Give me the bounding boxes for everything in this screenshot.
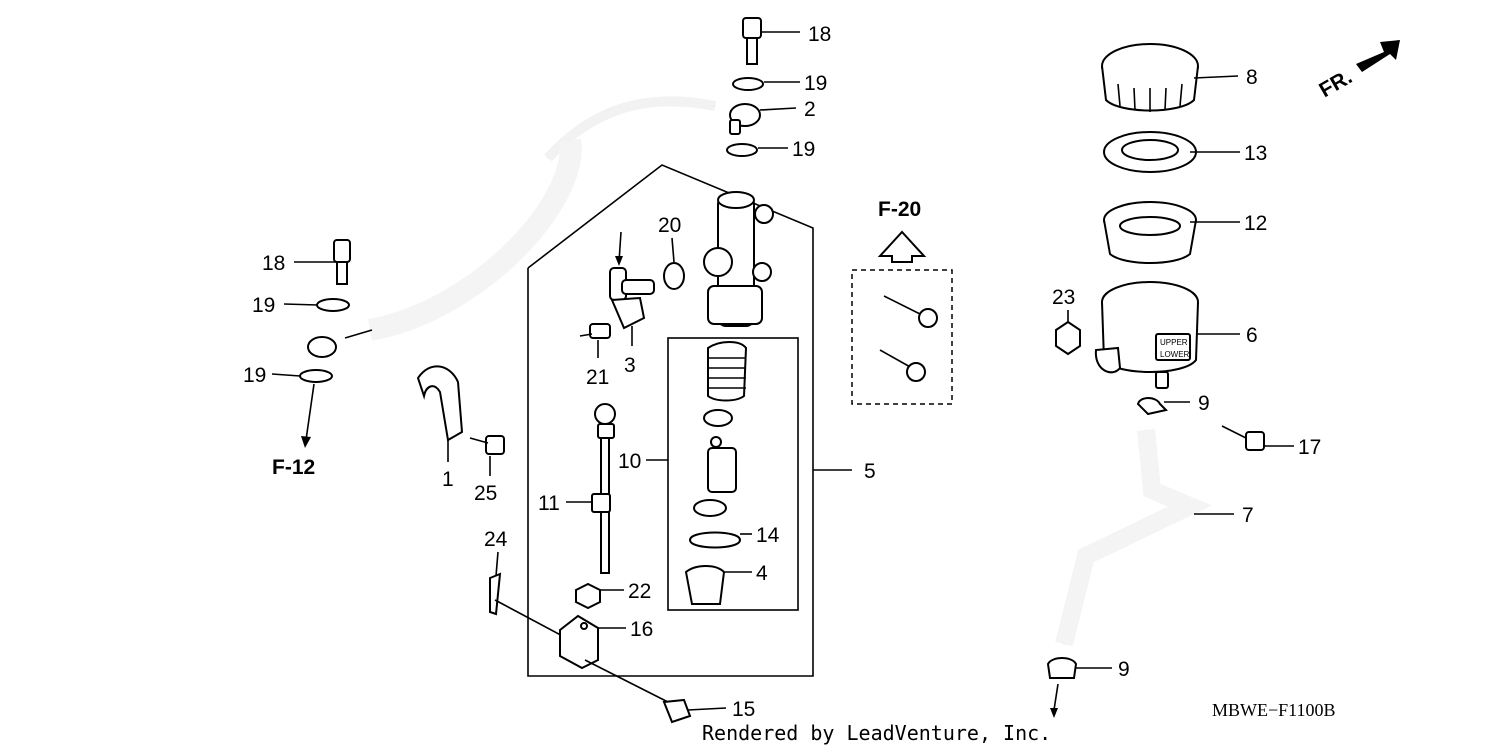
callout-17: 17 <box>1298 436 1321 459</box>
washer-19-b <box>316 298 350 312</box>
washer-19-c <box>299 369 333 383</box>
o-ring-20 <box>663 262 685 290</box>
assembly-outline <box>527 164 814 677</box>
clip-9-lower <box>1046 657 1078 679</box>
f20-arrow <box>877 230 927 263</box>
callout-16: 16 <box>630 618 653 641</box>
svg-text:LOWER: LOWER <box>1160 350 1190 359</box>
callout-24: 24 <box>484 528 508 551</box>
callout-22: 22 <box>628 580 651 603</box>
callout-11: 11 <box>538 492 560 515</box>
callout-18-a: 18 <box>808 23 831 46</box>
f20-box <box>851 269 953 405</box>
reservoir-6: UPPER LOWER <box>1094 281 1199 389</box>
clevis-16 <box>559 614 599 670</box>
clamp-1 <box>416 365 464 442</box>
master-cylinder-body <box>703 191 774 327</box>
callout-1: 1 <box>442 468 454 491</box>
callout-5: 5 <box>864 460 876 483</box>
ref-f12: F-12 <box>272 456 315 479</box>
push-rod-11 <box>591 403 616 574</box>
leader-lines <box>271 31 1294 711</box>
front-direction-arrow <box>1356 40 1400 72</box>
banjo-fitting-2-nipple <box>729 119 741 135</box>
bolt-17 <box>1221 425 1265 451</box>
callout-9-b: 9 <box>1118 658 1130 681</box>
bolt-18-a <box>742 17 762 39</box>
pin-15 <box>662 698 692 724</box>
callout-15: 15 <box>732 698 755 721</box>
callout-7: 7 <box>1242 504 1254 527</box>
callout-21: 21 <box>586 366 609 389</box>
diaphragm-12 <box>1103 201 1197 264</box>
f20-screws <box>879 295 938 382</box>
nut-23 <box>1055 320 1081 356</box>
callout-9-a: 9 <box>1198 392 1210 415</box>
callout-3: 3 <box>624 354 636 377</box>
bolt-18-b <box>333 239 351 263</box>
washer-19-a <box>732 77 764 91</box>
screw-21 <box>589 323 611 339</box>
banjo-fitting-lower <box>307 336 337 358</box>
joint-3 <box>609 267 655 330</box>
nut-22 <box>575 582 601 610</box>
callout-12: 12 <box>1244 212 1267 235</box>
svg-text:UPPER: UPPER <box>1160 338 1188 347</box>
reservoir-cap-8 <box>1101 43 1199 112</box>
bolt-25 <box>485 435 505 455</box>
circlip-14 <box>688 531 742 549</box>
plate-13 <box>1103 131 1197 173</box>
piston-kit-box <box>667 337 799 611</box>
callout-13: 13 <box>1244 142 1267 165</box>
bolt-18-b-shank <box>336 261 348 285</box>
credit-text: Rendered by LeadVenture, Inc. <box>702 721 1051 745</box>
front-label: FR. <box>1315 65 1356 102</box>
callout-2: 2 <box>804 98 816 121</box>
callout-20: 20 <box>658 214 681 237</box>
callout-14: 14 <box>756 524 780 547</box>
washer-19-d <box>726 143 758 157</box>
callout-19-c: 19 <box>243 364 266 387</box>
ref-f20: F-20 <box>878 198 921 221</box>
boot-4 <box>684 565 726 605</box>
callout-18-b: 18 <box>262 252 285 275</box>
callout-8: 8 <box>1246 66 1258 89</box>
callout-19-d: 19 <box>792 138 815 161</box>
cotter-pin-24 <box>489 572 502 616</box>
callout-19-a: 19 <box>804 72 827 95</box>
clip-9-upper <box>1136 397 1168 416</box>
piston-kit-10 <box>693 341 748 517</box>
diagram-code: MBWE−F1100B <box>1212 700 1336 720</box>
callout-6: 6 <box>1246 324 1258 347</box>
bolt-18-a-shank <box>746 37 758 65</box>
brake-hose <box>344 96 716 341</box>
callout-19-b: 19 <box>252 294 275 317</box>
callout-25: 25 <box>474 482 497 505</box>
callout-23: 23 <box>1052 286 1075 309</box>
callout-10: 10 <box>618 450 641 473</box>
callout-4: 4 <box>756 562 768 585</box>
